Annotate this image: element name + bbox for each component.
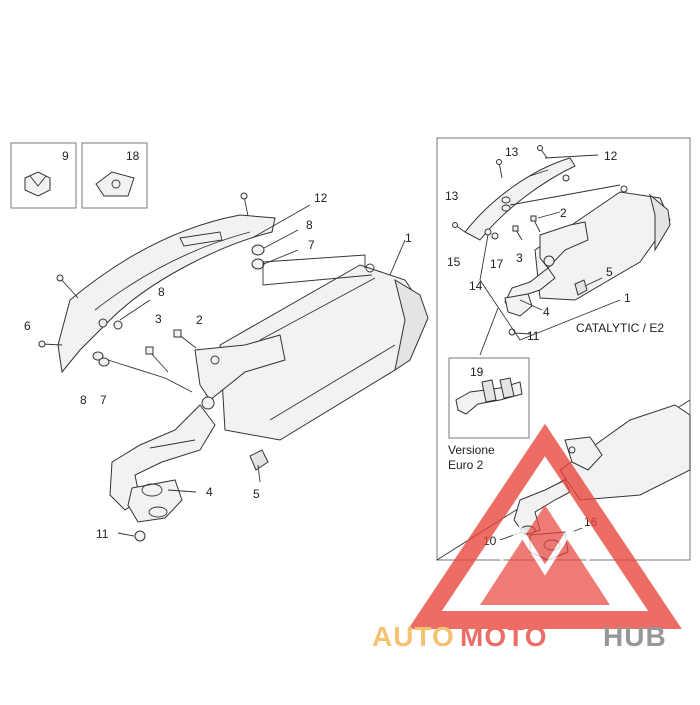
inset-callout-4: 4	[543, 305, 550, 319]
main-assembly: 1 2 3 4 5 6 7 7 8 8 8 11 12	[24, 191, 429, 542]
watermark-logo: AUTO MOTO HUB	[372, 423, 682, 652]
callout-3: 3	[155, 312, 162, 326]
inset-callout-1: 1	[624, 291, 631, 305]
inset-callout-11: 11	[527, 329, 540, 343]
watermark-text-moto: MOTO	[460, 621, 547, 652]
callout-18: 18	[126, 149, 140, 163]
inset-callout-2: 2	[560, 206, 567, 220]
callout-1: 1	[405, 231, 412, 245]
inset-callout-12: 12	[604, 149, 618, 163]
watermark-text-auto: AUTO	[372, 621, 455, 652]
callout-9: 9	[62, 149, 69, 163]
callout-8-top: 8	[306, 218, 313, 232]
callout-4: 4	[206, 485, 213, 499]
rubber-5-main	[249, 449, 269, 471]
inset-callout-13-top: 13	[505, 145, 519, 159]
versione-label: Versione	[448, 443, 495, 457]
callout-11: 11	[96, 527, 109, 541]
watermark-triangle-outer	[408, 423, 682, 629]
heat-shield-main	[57, 214, 276, 374]
detail-box-9: 9	[10, 142, 77, 209]
watermark-text-hub: HUB	[603, 621, 667, 652]
inset-panel: 1 2 3 4 5 11 12 13 13 14 15 17 CATALYTIC…	[436, 137, 691, 561]
euro2-box	[448, 357, 530, 439]
inset-callout-19: 19	[470, 365, 484, 379]
inset-callout-17: 17	[490, 257, 504, 271]
callout-12: 12	[314, 191, 328, 205]
inset-callout-14: 14	[469, 279, 483, 293]
callout-7-top: 7	[308, 238, 315, 252]
inset-callout-13-left: 13	[445, 189, 459, 203]
detail-box-18: 18	[81, 142, 148, 209]
heat-shield-inset	[464, 157, 576, 241]
flange-main	[127, 479, 183, 523]
callout-8-bottom: 8	[80, 393, 87, 407]
catalytic-label: CATALYTIC / E2	[576, 321, 664, 335]
callout-8-mid: 8	[158, 285, 165, 299]
bracket-main	[194, 334, 286, 401]
callout-2: 2	[196, 313, 203, 327]
euro2-label: Euro 2	[448, 458, 484, 472]
callout-7-bottom: 7	[100, 393, 107, 407]
watermark-triangle-inner	[480, 505, 610, 605]
inset-callout-15: 15	[447, 255, 461, 269]
callout-5: 5	[253, 487, 260, 501]
inset-callout-5: 5	[606, 265, 613, 279]
callout-6: 6	[24, 319, 31, 333]
inset-callout-3: 3	[516, 251, 523, 265]
